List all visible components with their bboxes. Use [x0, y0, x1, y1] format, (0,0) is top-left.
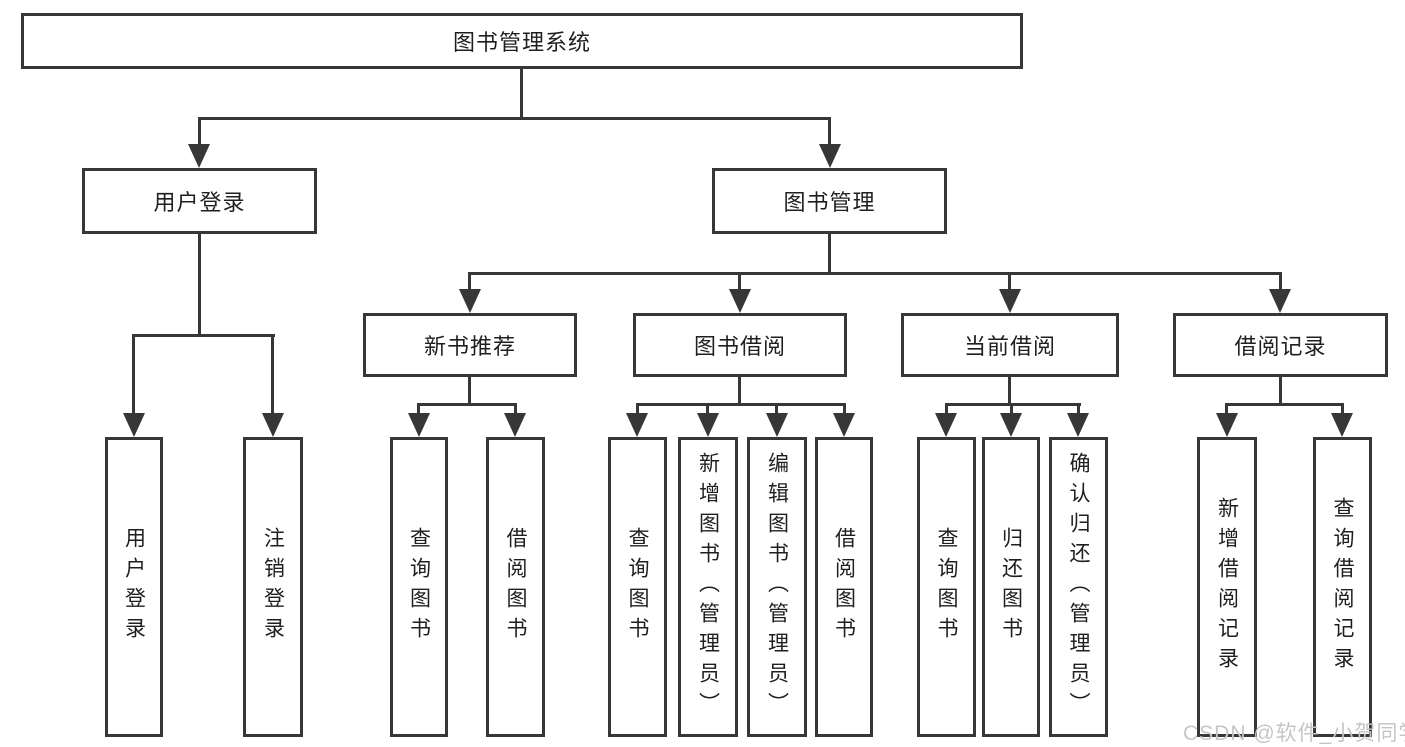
leaf-borrowing-borrow-books: 借阅图书 [815, 437, 873, 737]
arrow-down-icon [408, 413, 430, 437]
node-book-borrowing: 图书借阅 [633, 313, 847, 377]
arrow-down-icon [1269, 289, 1291, 313]
connector-line [468, 272, 1282, 275]
connector-line [198, 119, 201, 145]
leaf-label: 确认归还（管理员） [1067, 452, 1090, 722]
arrow-down-icon [1067, 413, 1089, 437]
leaf-label: 新增图书（管理员） [696, 452, 720, 722]
node-label: 图书借阅 [693, 334, 786, 359]
connector-line [520, 68, 523, 120]
connector-line [945, 403, 1081, 406]
watermark: CSDN @软件_小贺同学 [1183, 722, 1405, 745]
leaf-label: 借阅图书 [832, 527, 856, 647]
leaf-label: 注销登录 [261, 527, 285, 647]
leaf-label: 借阅图书 [504, 527, 527, 647]
connector-line [417, 403, 517, 406]
node-book-management: 图书管理 [712, 168, 947, 234]
connector-line [514, 405, 517, 414]
connector-line [132, 336, 135, 414]
arrow-down-icon [504, 413, 526, 437]
arrow-down-icon [729, 289, 751, 313]
connector-line [468, 375, 471, 406]
connector-line [828, 232, 831, 275]
node-borrowing-records: 借阅记录 [1173, 313, 1388, 377]
arrow-down-icon [833, 413, 855, 437]
connector-line [271, 336, 274, 414]
leaf-user-login: 用户登录 [105, 437, 163, 737]
arrow-down-icon [123, 413, 145, 437]
arrow-down-icon [697, 413, 719, 437]
node-label: 图书管理 [783, 190, 876, 215]
connector-line [468, 274, 471, 290]
connector-line [738, 274, 741, 290]
connector-line [636, 405, 639, 414]
node-label: 新书推荐 [423, 334, 516, 359]
leaf-newbooks-query-books: 查询图书 [390, 437, 448, 737]
connector-line [775, 405, 778, 414]
node-label: 当前借阅 [963, 334, 1056, 359]
connector-line [1077, 405, 1080, 414]
connector-line [706, 405, 709, 414]
arrow-down-icon [819, 144, 841, 168]
arrow-down-icon [262, 413, 284, 437]
connector-line [843, 405, 846, 414]
leaf-logout-login: 注销登录 [243, 437, 303, 737]
arrow-down-icon [1000, 413, 1022, 437]
leaf-current-return-books: 归还图书 [982, 437, 1040, 737]
leaf-label: 查询借阅记录 [1331, 497, 1354, 677]
arrow-down-icon [1216, 413, 1238, 437]
leaf-label: 查询图书 [407, 527, 431, 647]
node-label: 借阅记录 [1234, 334, 1327, 359]
leaf-label: 查询图书 [626, 527, 649, 647]
connector-line [1225, 405, 1228, 414]
connector-line [1008, 375, 1011, 406]
connector-line [198, 232, 201, 336]
leaf-records-add-borrow-record: 新增借阅记录 [1197, 437, 1257, 737]
leaf-label: 用户登录 [122, 527, 146, 647]
connector-line [738, 375, 741, 406]
node-new-book-recommendation: 新书推荐 [363, 313, 577, 377]
leaf-label: 编辑图书（管理员） [765, 452, 789, 722]
leaf-borrowing-query-books: 查询图书 [608, 437, 667, 737]
connector-line [945, 405, 948, 414]
arrow-down-icon [188, 144, 210, 168]
leaf-borrowing-add-books-admin: 新增图书（管理员） [678, 437, 738, 737]
arrow-down-icon [626, 413, 648, 437]
connector-line [132, 334, 275, 337]
arrow-down-icon [935, 413, 957, 437]
leaf-label: 归还图书 [999, 527, 1023, 647]
connector-line [1225, 403, 1344, 406]
connector-line [1008, 274, 1011, 290]
leaf-current-query-books: 查询图书 [917, 437, 976, 737]
connector-line [1279, 375, 1282, 406]
leaf-borrowing-edit-books-admin: 编辑图书（管理员） [747, 437, 807, 737]
arrow-down-icon [459, 289, 481, 313]
node-current-borrowing: 当前借阅 [901, 313, 1119, 377]
connector-line [1279, 274, 1282, 290]
node-book-management-system: 图书管理系统 [21, 13, 1023, 69]
connector-line [1341, 405, 1344, 414]
connector-line [417, 405, 420, 414]
node-user-login: 用户登录 [82, 168, 317, 234]
arrow-down-icon [999, 289, 1021, 313]
leaf-current-confirm-return-admin: 确认归还（管理员） [1049, 437, 1108, 737]
leaf-records-query-borrow-record: 查询借阅记录 [1313, 437, 1372, 737]
connector-line [198, 117, 831, 120]
arrow-down-icon [1331, 413, 1353, 437]
leaf-label: 新增借阅记录 [1215, 497, 1239, 677]
connector-line [1010, 405, 1013, 414]
node-label: 用户登录 [153, 190, 246, 215]
node-label: 图书管理系统 [452, 30, 591, 55]
leaf-newbooks-borrow-books: 借阅图书 [486, 437, 545, 737]
connector-line [828, 119, 831, 145]
connector-line [636, 403, 846, 406]
leaf-label: 查询图书 [935, 527, 958, 647]
arrow-down-icon [766, 413, 788, 437]
